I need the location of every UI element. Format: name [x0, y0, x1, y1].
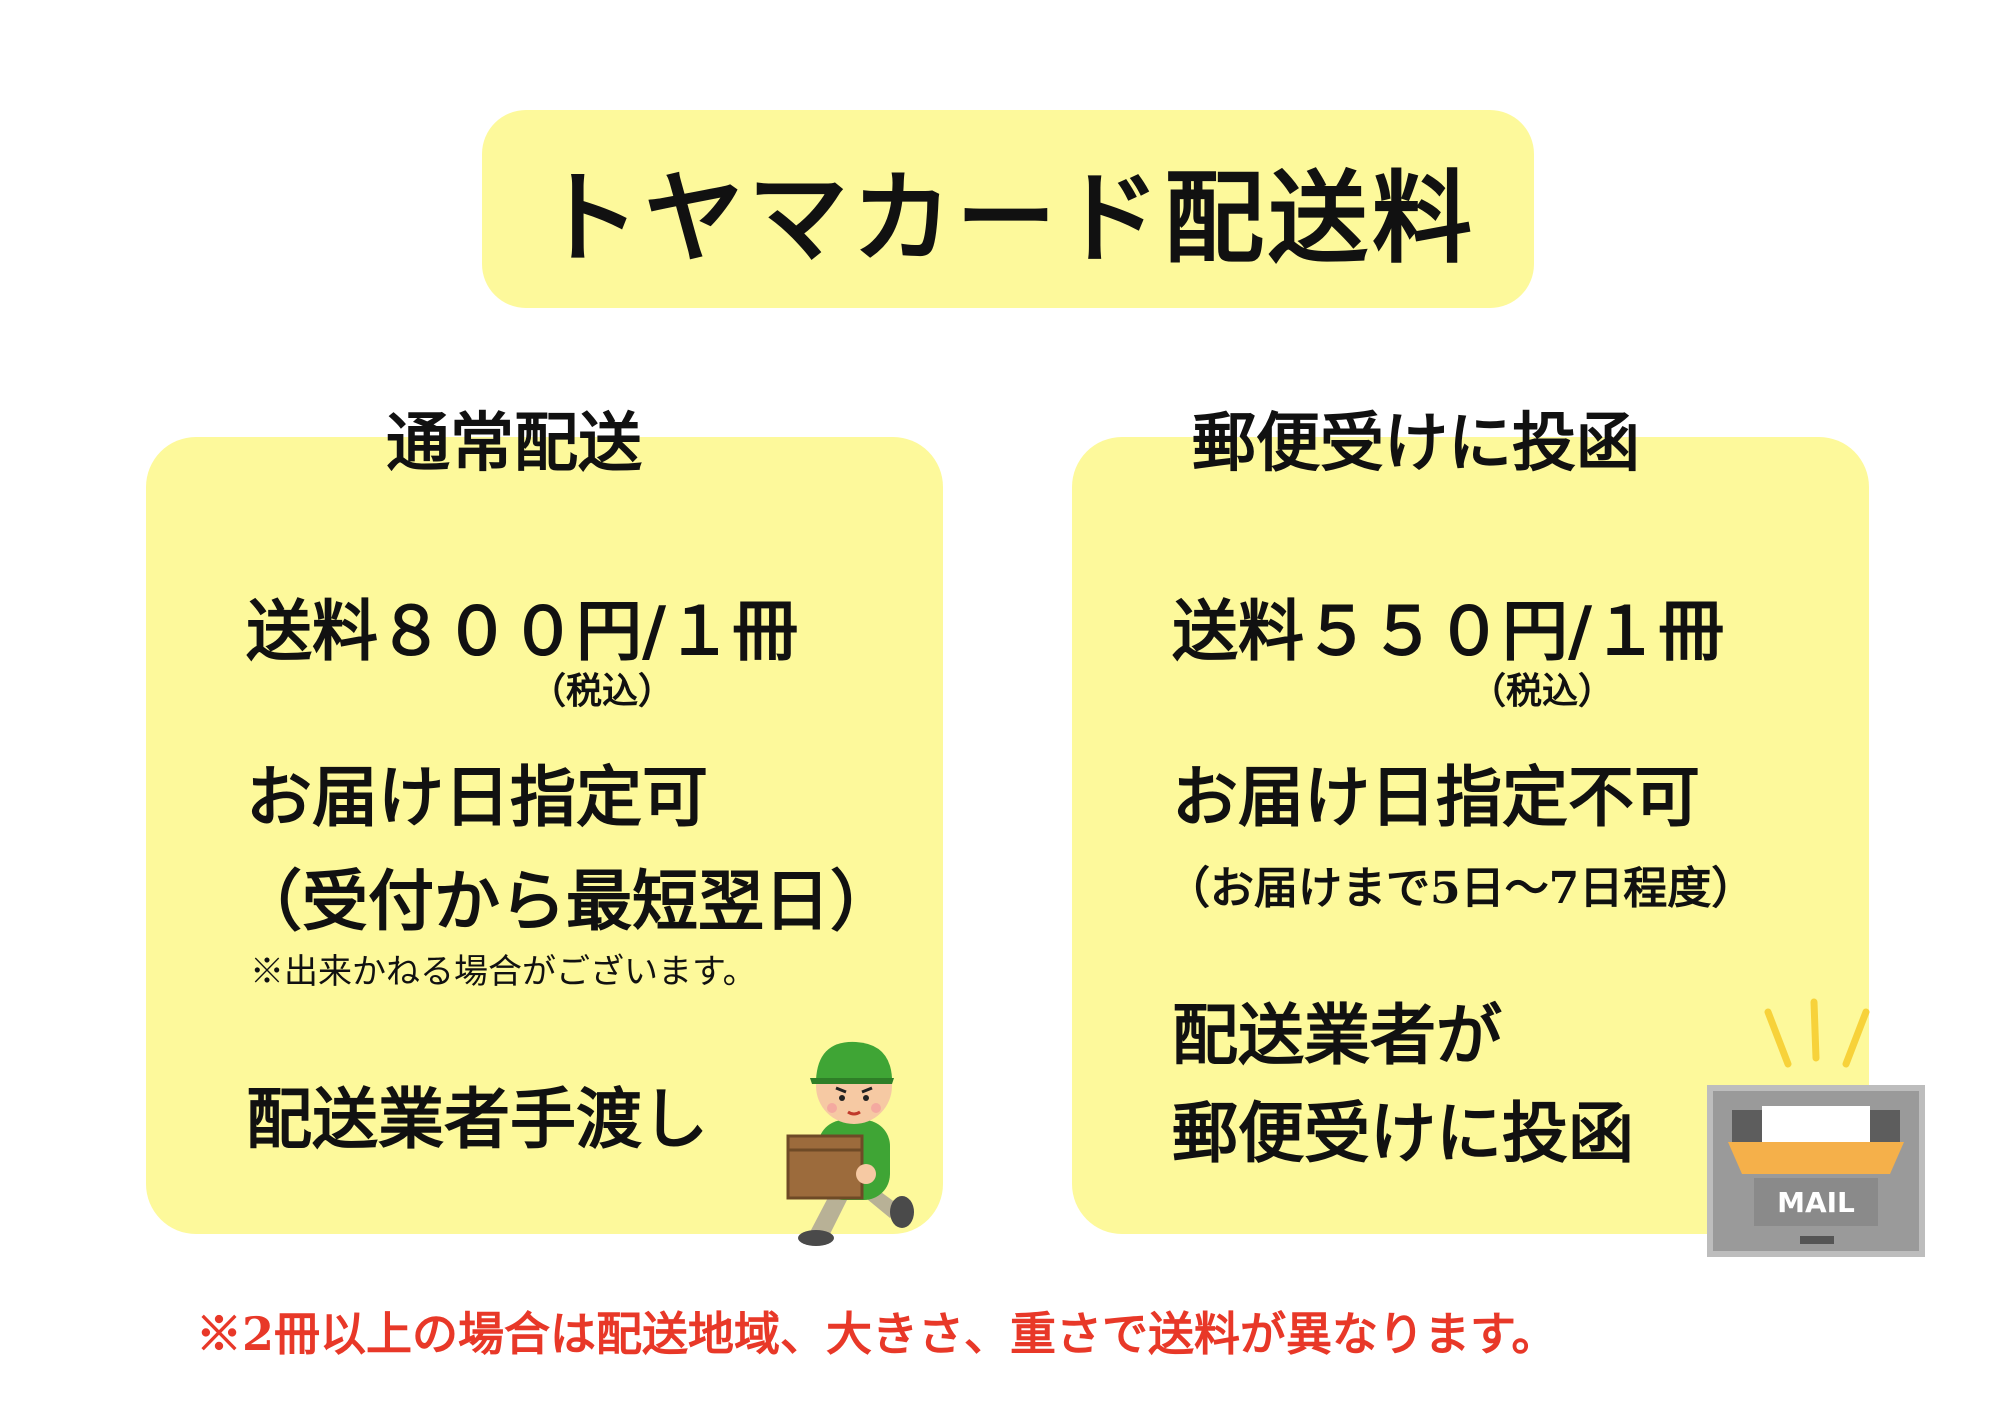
standard-delivery-card — [146, 437, 943, 1234]
standard-fee: 送料８００円/１冊 — [246, 592, 799, 670]
mailbox-date-option: お届け日指定不可 — [1172, 758, 1700, 836]
standard-tax-note: （税込） — [530, 670, 675, 712]
standard-disclaimer: ※出来かねる場合がございます。 — [250, 952, 757, 992]
page-title: トヤマカード配送料 — [540, 158, 1476, 277]
standard-delivery-heading: 通常配送 — [386, 406, 642, 481]
standard-method: 配送業者手渡し — [246, 1080, 708, 1158]
mailbox-method-line1: 配送業者が — [1172, 996, 1502, 1074]
mailbox-fee: 送料５５０円/１冊 — [1172, 592, 1725, 670]
title-banner: トヤマカード配送料 — [482, 110, 1534, 308]
standard-date-option: お届け日指定可 — [246, 758, 708, 836]
mailbox-timing: （お届けまで5日〜7日程度） — [1166, 863, 1756, 914]
mailbox-label: MAIL — [1777, 1186, 1855, 1219]
delivery-person-icon — [786, 1041, 914, 1246]
mailbox-delivery-heading: 郵便受けに投函 — [1192, 406, 1640, 481]
footer-note: ※2冊以上の場合は配送地域、大きさ、重さで送料が異なります。 — [196, 1307, 1558, 1361]
standard-timing: （受付から最短翌日） — [236, 862, 896, 940]
mailbox-icon: MAIL — [1707, 998, 1925, 1257]
mailbox-tax-note: （税込） — [1470, 670, 1615, 712]
mailbox-method-line2: 郵便受けに投函 — [1172, 1094, 1634, 1172]
